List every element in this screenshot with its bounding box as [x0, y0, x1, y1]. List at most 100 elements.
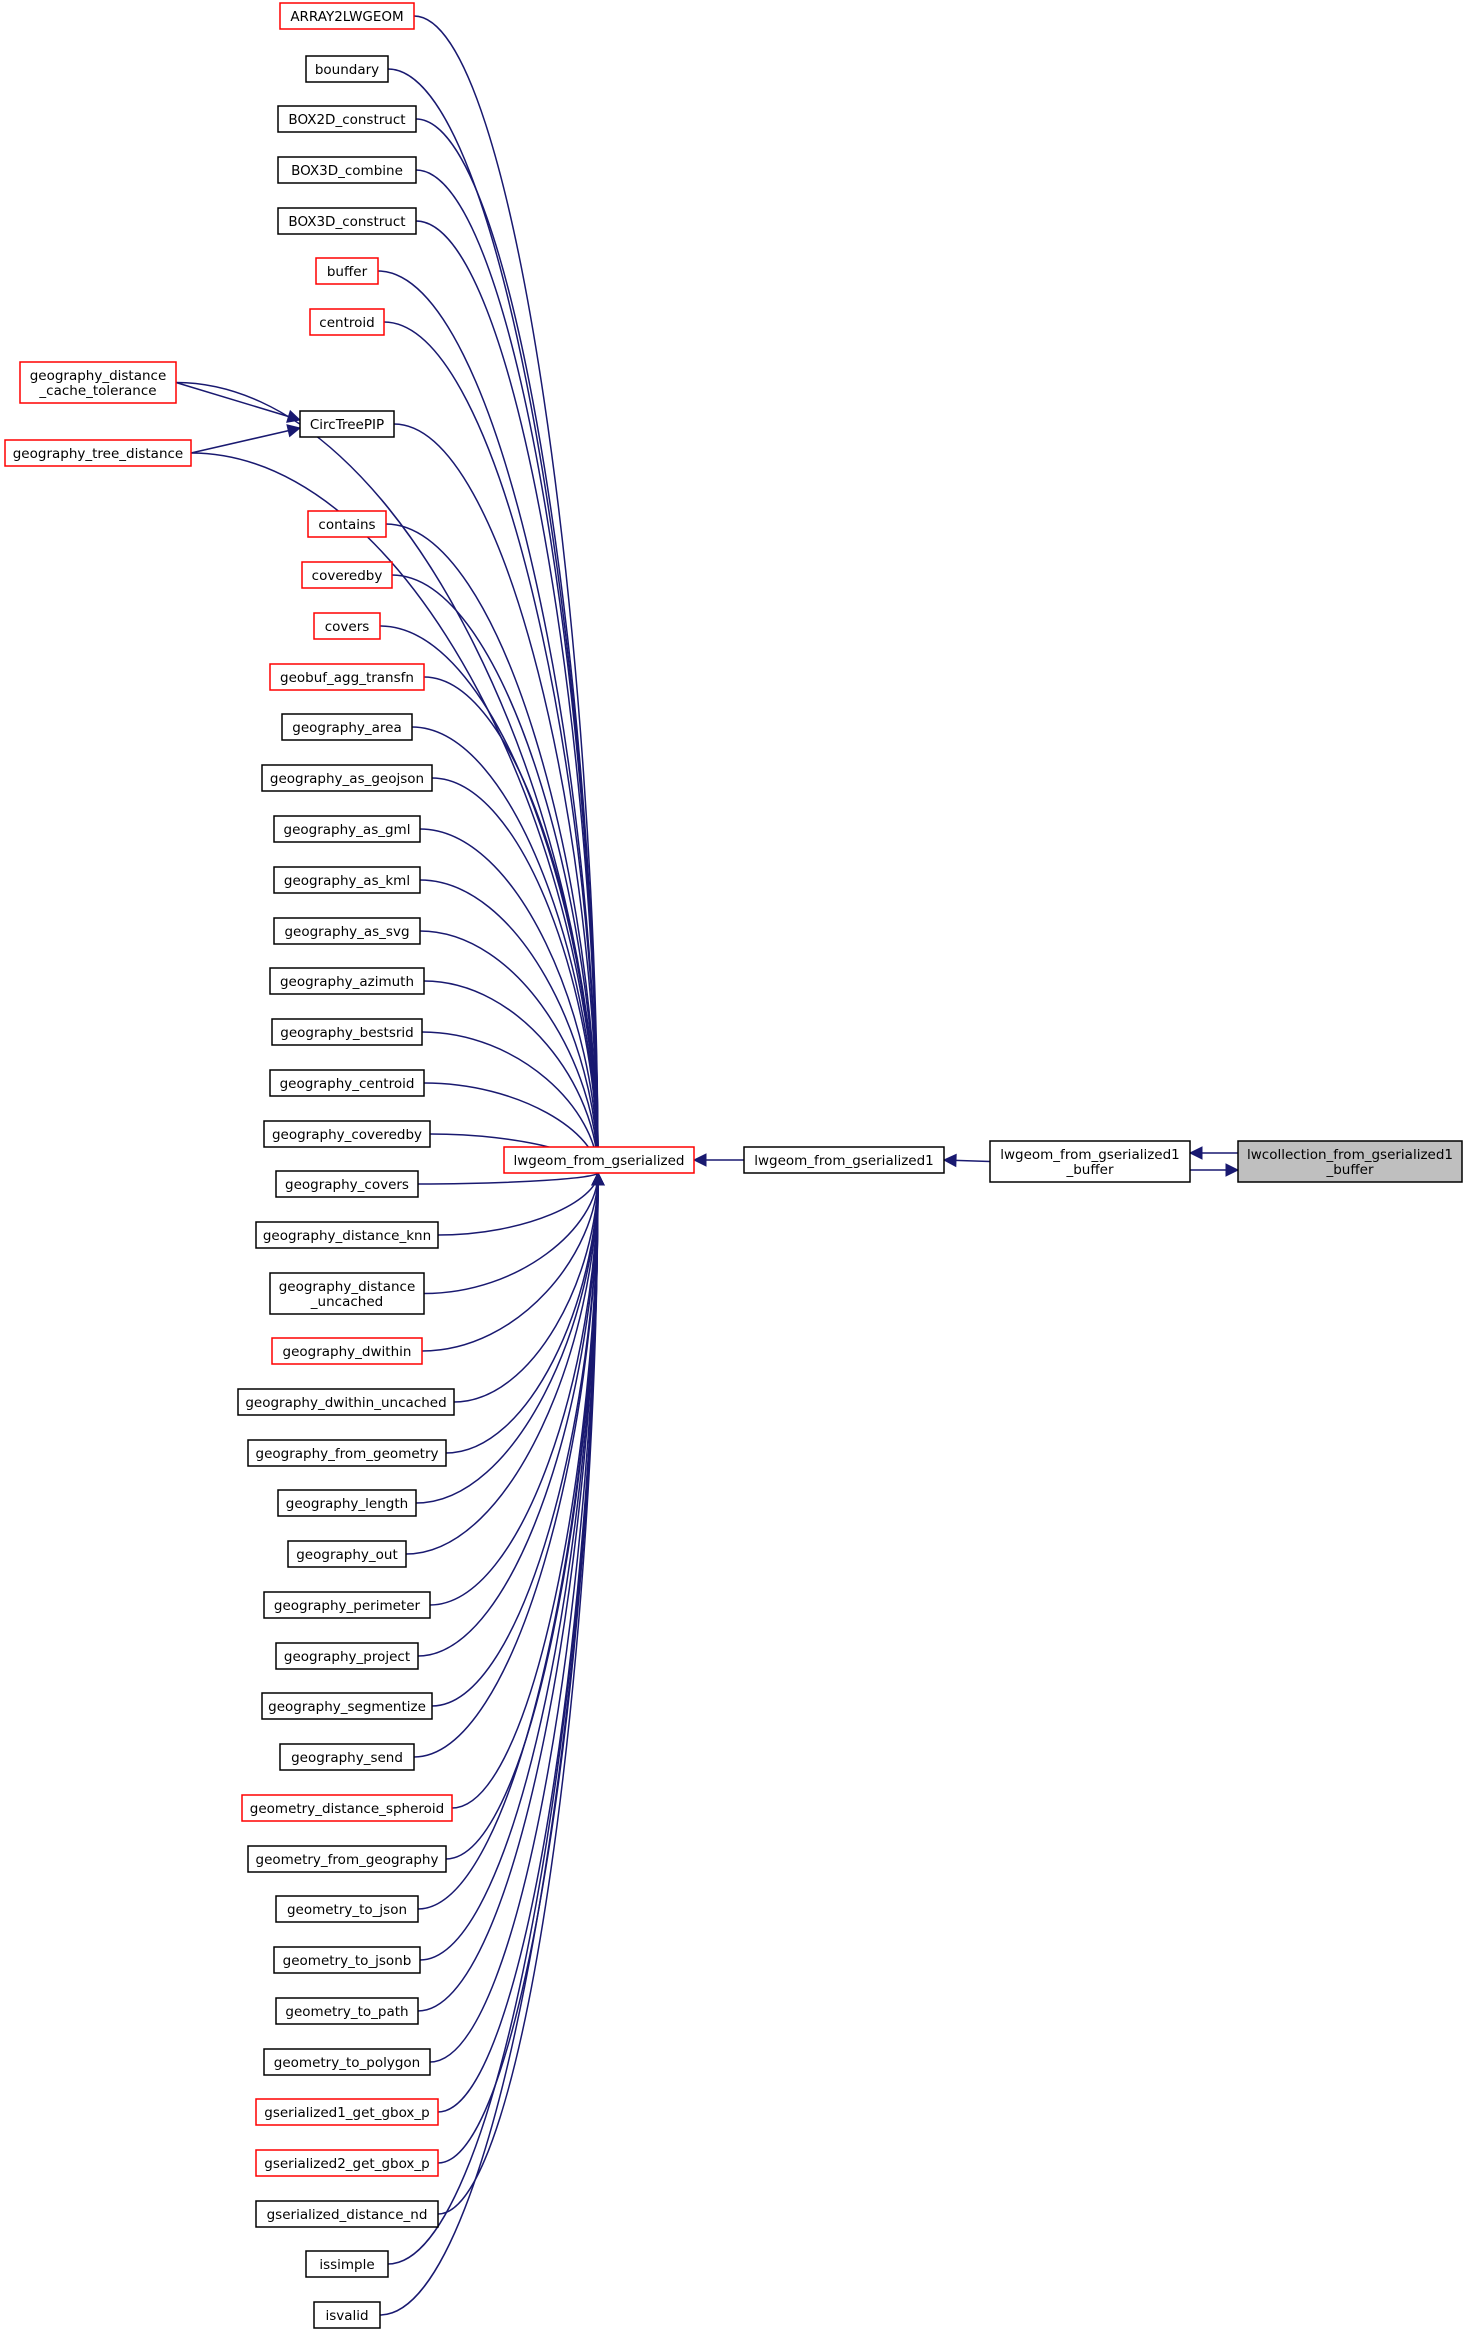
function-node-gserialized2-get-gbox-p[interactable]: gserialized2_get_gbox_p [255, 2149, 439, 2177]
function-node-geography-length[interactable]: geography_length [277, 1489, 417, 1517]
function-node-buffer[interactable]: buffer [315, 257, 379, 285]
arrow-head [1225, 1163, 1240, 1177]
function-node-lwgeom-from-gserialized1[interactable]: lwgeom_from_gserialized1 [743, 1146, 945, 1174]
function-node-geography-from-geometry[interactable]: geography_from_geometry [247, 1439, 447, 1467]
function-node-geography-dwithin-uncached[interactable]: geography_dwithin_uncached [237, 1388, 455, 1416]
function-node-geography-azimuth[interactable]: geography_azimuth [269, 967, 425, 995]
node-box [287, 1540, 407, 1568]
function-node-centroid[interactable]: centroid [309, 308, 385, 336]
node-label: geography_as_geojson [270, 771, 424, 787]
function-node-boundary[interactable]: boundary [305, 55, 389, 83]
function-node-lwgeom-from-gserialized1-buffer[interactable]: lwgeom_from_gserialized1_buffer [989, 1140, 1191, 1183]
node-label: geography_azimuth [280, 974, 414, 990]
node-label: geography_perimeter [274, 1598, 421, 1614]
node-label: _cache_tolerance [38, 383, 156, 399]
function-node-geography-covers[interactable]: geography_covers [275, 1170, 419, 1198]
function-node-geography-coveredby[interactable]: geography_coveredby [263, 1120, 431, 1148]
function-node-geography-out[interactable]: geography_out [287, 1540, 407, 1568]
call-edge [175, 381, 302, 423]
function-node-geography-perimeter[interactable]: geography_perimeter [263, 1591, 431, 1619]
function-node-geography-centroid[interactable]: geography_centroid [269, 1069, 425, 1097]
node-box [281, 713, 413, 741]
call-edge [1190, 1163, 1240, 1177]
function-node-geography-send[interactable]: geography_send [279, 1743, 415, 1771]
edge-line [431, 777, 599, 1174]
node-label: geography_from_geometry [256, 1446, 439, 1462]
function-node-geometry-distance-spheroid[interactable]: geometry_distance_spheroid [241, 1794, 453, 1822]
node-label: BOX3D_construct [288, 214, 405, 230]
edge-line [393, 423, 599, 1174]
function-node-geography-as-kml[interactable]: geography_as_kml [273, 866, 421, 894]
arrow-head [591, 1171, 605, 1186]
function-node-box3d-construct[interactable]: BOX3D_construct [277, 207, 417, 235]
function-node-geography-bestsrid[interactable]: geography_bestsrid [271, 1018, 423, 1046]
function-node-isvalid[interactable]: isvalid [313, 2301, 381, 2329]
call-edge [421, 1171, 605, 1352]
edge-line [453, 1172, 599, 1403]
function-node-lwgeom-from-gserialized[interactable]: lwgeom_from_gserialized [503, 1146, 695, 1174]
call-edge [423, 1171, 605, 1295]
node-label: lwgeom_from_gserialized [514, 1153, 685, 1169]
function-node-geography-segmentize[interactable]: geography_segmentize [261, 1692, 433, 1720]
function-node-geography-dwithin[interactable]: geography_dwithin [271, 1337, 423, 1365]
node-label: CircTreePIP [310, 417, 384, 433]
function-node-geobuf-agg-transfn[interactable]: geobuf_agg_transfn [269, 663, 425, 691]
function-node-geometry-to-jsonb[interactable]: geometry_to_jsonb [273, 1946, 421, 1974]
node-box [247, 1845, 447, 1873]
function-node-gserialized-distance-nd[interactable]: gserialized_distance_nd [255, 2200, 439, 2228]
node-label: gserialized_distance_nd [267, 2207, 428, 2223]
function-node-geometry-to-polygon[interactable]: geometry_to_polygon [263, 2048, 431, 2076]
edge-line [175, 381, 301, 421]
node-box [989, 1140, 1191, 1183]
function-node-box3d-combine[interactable]: BOX3D_combine [277, 156, 417, 184]
node-box [315, 257, 379, 285]
function-node-geometry-to-json[interactable]: geometry_to_json [275, 1895, 419, 1923]
node-layer: ARRAY2LWGEOM boundaryBOX2D_constructBOX3D… [4, 2, 1463, 2329]
node-box [19, 361, 177, 404]
function-node-geography-tree-distance[interactable]: geography_tree_distance [4, 439, 192, 467]
call-edge [437, 1171, 605, 2215]
function-node-geography-project[interactable]: geography_project [275, 1642, 419, 1670]
function-node-geography-distance-uncached[interactable]: geography_distance_uncached [269, 1272, 425, 1315]
node-label: coveredby [312, 568, 383, 584]
function-node-geography-as-geojson[interactable]: geography_as_geojson [261, 764, 433, 792]
edge-line [379, 1172, 599, 2316]
node-box [301, 561, 393, 589]
edge-line [445, 1172, 599, 1454]
function-node-geography-distance-knn[interactable]: geography_distance_knn [255, 1221, 439, 1249]
node-box [273, 815, 421, 843]
function-node-gserialized1-get-gbox-p[interactable]: gserialized1_get_gbox_p [255, 2098, 439, 2126]
node-label: geometry_distance_spheroid [250, 1801, 444, 1817]
function-node-covers[interactable]: covers [313, 612, 381, 640]
node-label: geography_distance [30, 368, 167, 384]
node-box [263, 1120, 431, 1148]
node-label: _buffer [1325, 1162, 1373, 1178]
node-label: gserialized1_get_gbox_p [264, 2105, 430, 2121]
function-node-lwcollection-from-gserialized1-buffer[interactable]: lwcollection_from_gserialized1_buffer [1237, 1140, 1463, 1183]
function-node-coveredby[interactable]: coveredby [301, 561, 393, 589]
function-node-geography-as-svg[interactable]: geography_as_svg [273, 917, 421, 945]
function-node-array2lwgeom[interactable]: ARRAY2LWGEOM [279, 2, 415, 30]
node-label: geography_as_kml [284, 873, 410, 889]
edge-line [417, 1172, 599, 2012]
function-node-geography-distance-cache-tolerance[interactable]: geography_distance_cache_tolerance [19, 361, 177, 404]
function-node-geography-area[interactable]: geography_area [281, 713, 413, 741]
arrow-head [942, 1153, 957, 1168]
function-node-box2d-construct[interactable]: BOX2D_construct [277, 105, 417, 133]
node-box [277, 156, 417, 184]
node-label: geography_distance [279, 1279, 416, 1295]
function-node-circtreepip[interactable]: CircTreePIP [299, 410, 395, 438]
node-box [269, 1069, 425, 1097]
node-box [313, 612, 381, 640]
function-node-geography-as-gml[interactable]: geography_as_gml [273, 815, 421, 843]
node-box [273, 1946, 421, 1974]
arrow-head [1188, 1146, 1203, 1160]
node-label: geometry_from_geography [256, 1852, 439, 1868]
function-node-geometry-from-geography[interactable]: geometry_from_geography [247, 1845, 447, 1873]
node-label: geobuf_agg_transfn [280, 670, 414, 686]
function-node-contains[interactable]: contains [307, 510, 387, 538]
function-node-geometry-to-path[interactable]: geometry_to_path [275, 1997, 419, 2025]
function-node-issimple[interactable]: issimple [305, 2250, 389, 2278]
edge-line [419, 879, 599, 1174]
